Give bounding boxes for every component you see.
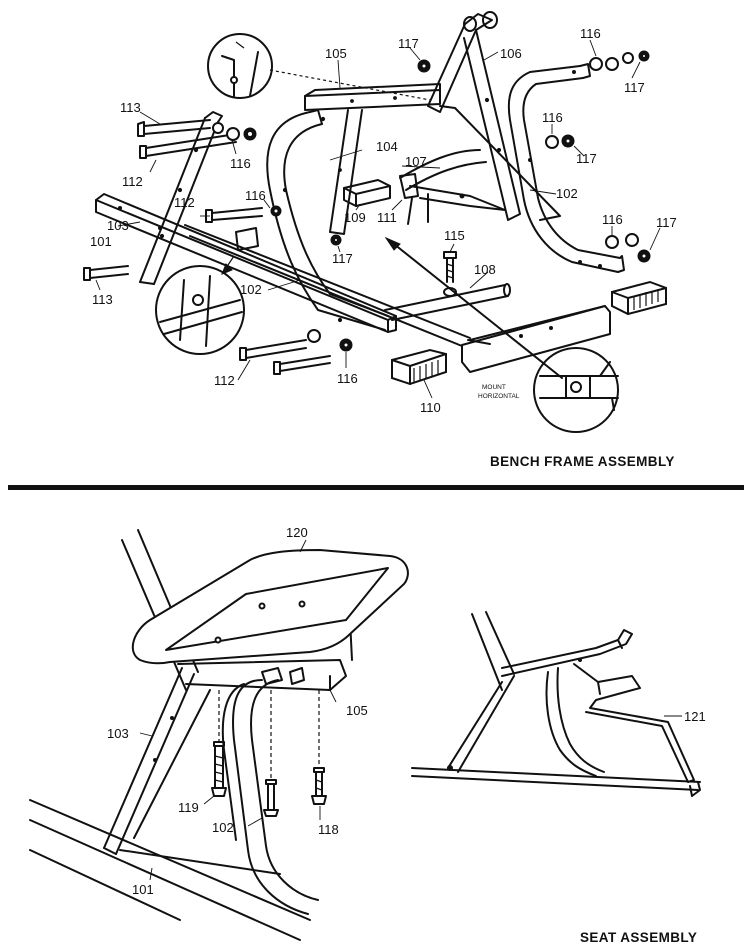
mount-note-line2: HORIZONTAL <box>478 393 520 400</box>
upright-103 <box>139 111 223 285</box>
seat-assembly-right: 121 <box>411 611 706 797</box>
label-116-top-right: 116 <box>580 26 601 41</box>
label-103: 103 <box>107 218 129 233</box>
rear-rail <box>184 224 611 373</box>
label-106: 106 <box>500 46 522 61</box>
label-117-lower: 117 <box>332 251 353 266</box>
bolts-bottom <box>239 329 353 375</box>
label-121: 121 <box>684 709 706 724</box>
label-102-seat: 102 <box>212 820 234 835</box>
leaders <box>95 39 661 399</box>
label-116-bottom: 116 <box>337 371 358 386</box>
label-118: 118 <box>318 822 339 837</box>
label-117-top-right: 117 <box>624 80 645 95</box>
label-112-middle: 112 <box>174 195 195 210</box>
curved-leg-102-left <box>266 109 389 331</box>
label-101: 101 <box>90 234 112 249</box>
hardware-right <box>330 50 651 263</box>
bracket-111 <box>399 173 429 225</box>
label-105-seat: 105 <box>346 703 368 718</box>
label-116-top-left: 116 <box>230 156 251 171</box>
label-102-left: 102 <box>240 282 262 297</box>
end-cap-110 <box>391 348 447 386</box>
block-109 <box>343 179 391 207</box>
end-cap-right <box>611 280 667 316</box>
label-104: 104 <box>376 139 398 154</box>
section-divider <box>8 485 744 490</box>
label-112-top: 112 <box>122 174 143 189</box>
label-113-top: 113 <box>120 100 141 115</box>
detail-circle-bottom <box>155 255 245 355</box>
bench-frame-assembly: 113 112 116 103 101 113 112 116 102 112 … <box>83 11 677 469</box>
bench-labels: 113 112 116 103 101 113 112 116 102 112 … <box>90 26 677 415</box>
seat-assembly-left: 120 105 103 119 102 118 101 <box>29 525 409 941</box>
curved-leg-102-right <box>507 63 625 273</box>
label-116-right-middle: 116 <box>542 110 563 125</box>
label-117-top: 117 <box>398 36 419 51</box>
label-105-top: 105 <box>325 46 347 61</box>
label-101-seat: 101 <box>132 882 154 897</box>
label-111: 111 <box>377 210 397 225</box>
bench-frame-title: BENCH FRAME ASSEMBLY <box>490 454 675 469</box>
arm-107 <box>399 149 506 211</box>
upright-106 <box>427 11 521 221</box>
label-113-bottom: 113 <box>92 292 113 307</box>
seat-assembly-title: SEAT ASSEMBLY <box>580 930 697 945</box>
label-107: 107 <box>405 154 427 169</box>
label-119: 119 <box>178 800 199 815</box>
label-102-right: 102 <box>556 186 578 201</box>
rail-104 <box>439 105 561 221</box>
label-117-right-middle: 117 <box>576 151 597 166</box>
label-109: 109 <box>344 210 366 225</box>
label-116-middle: 116 <box>245 188 266 203</box>
cross-tube-108 <box>384 283 511 321</box>
detail-circle-mount <box>384 236 619 433</box>
label-112-bottom: 112 <box>214 373 235 388</box>
detail-circle-top <box>207 33 431 101</box>
label-116-right-lower: 116 <box>602 212 623 227</box>
label-110: 110 <box>420 400 441 415</box>
label-120: 120 <box>286 525 308 540</box>
label-115: 115 <box>444 228 465 243</box>
label-103-seat: 103 <box>107 726 129 741</box>
mount-note-line1: MOUNT <box>482 384 506 391</box>
label-117-right-lower: 117 <box>656 215 677 230</box>
bolts-left <box>83 119 282 281</box>
label-108: 108 <box>474 262 496 277</box>
seat-frame-105 <box>304 83 441 235</box>
